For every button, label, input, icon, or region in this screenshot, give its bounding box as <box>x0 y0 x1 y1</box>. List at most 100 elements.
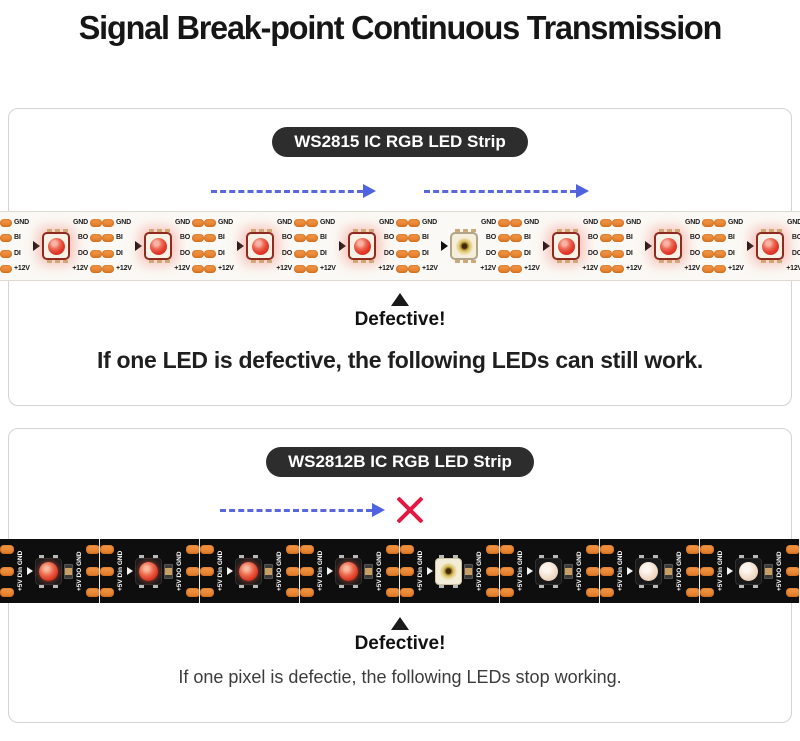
pad-row: GND <box>275 218 306 228</box>
pad-label: BO <box>281 234 292 242</box>
solder-pad <box>204 249 216 258</box>
pad-row: +12V <box>612 264 643 274</box>
solder-pad <box>306 234 318 243</box>
solder-pad <box>90 234 102 243</box>
solder-pad <box>612 264 624 273</box>
led-lens <box>139 561 158 581</box>
pad-label: +12V <box>626 264 642 272</box>
solder-pad <box>686 545 700 554</box>
pad-label: GND <box>14 219 29 226</box>
solder-pad <box>714 219 726 227</box>
signal-flow-arrows <box>9 183 791 199</box>
solder-pad <box>192 264 204 273</box>
pad-label: GND <box>422 219 437 226</box>
solder-pad <box>600 264 612 273</box>
pad-label: +12V <box>524 264 540 272</box>
led-lens <box>539 561 558 581</box>
pad-row: BI <box>0 233 31 243</box>
solder-pad <box>294 234 306 243</box>
solder-pad <box>100 545 114 554</box>
pad-label: DO <box>587 249 598 257</box>
solder-pad <box>300 588 314 597</box>
pad-row: GND <box>479 218 510 228</box>
solder-pad <box>0 234 12 243</box>
led-group <box>535 554 573 588</box>
solder-pad <box>408 264 420 273</box>
pad-label: DO <box>281 249 292 257</box>
output-pads <box>86 545 100 597</box>
capacitor <box>364 563 373 579</box>
solder-pad <box>408 219 420 227</box>
data-flow-arrow-icon <box>135 241 142 251</box>
pad-row: DI <box>0 249 31 259</box>
input-pads <box>100 545 114 597</box>
solder-pad <box>100 566 114 576</box>
pad-label: +12V <box>174 264 190 272</box>
solder-pad <box>702 264 714 273</box>
data-flow-arrow-icon <box>237 241 244 251</box>
pad-label: GND <box>787 219 800 226</box>
solder-pad <box>486 566 500 576</box>
pad-label: DO <box>77 249 88 257</box>
pad-label: GND <box>116 219 131 226</box>
pad-label: +12V <box>786 264 800 272</box>
solder-pad <box>0 566 14 576</box>
pad-label: DI <box>116 249 123 257</box>
pad-label: BI <box>524 234 531 242</box>
capacitor <box>664 563 673 579</box>
solder-pad <box>586 545 600 554</box>
pad-label: BI <box>218 234 225 242</box>
led-chip-off <box>535 554 562 588</box>
pad-label: GND <box>685 219 700 226</box>
led-lens <box>639 561 658 581</box>
led-chip-on <box>144 229 172 263</box>
led-chip-on <box>135 554 162 588</box>
pad-label: BO <box>77 234 88 242</box>
panel-ws2812b: WS2812B IC RGB LED Strip +5V Din GND+5V … <box>0 428 800 723</box>
pad-label: +12V <box>320 264 336 272</box>
input-pads <box>200 545 214 597</box>
led-group <box>35 554 73 588</box>
pad-row: +12V <box>204 264 235 274</box>
pad-row: GND <box>173 218 204 228</box>
solder-pad <box>294 219 306 227</box>
strip-cut-line <box>599 539 600 603</box>
solder-pad <box>786 545 800 554</box>
solder-pad <box>600 234 612 243</box>
solder-pad <box>702 219 714 227</box>
solder-pad <box>500 566 514 576</box>
led-lens <box>353 237 371 255</box>
led-segment: +5V Din GND+5V DO GND <box>600 539 700 603</box>
led-chip-defective <box>435 554 462 588</box>
solder-pad <box>286 545 300 554</box>
input-pads <box>400 545 414 597</box>
led-group <box>235 554 273 588</box>
pad-label: +12V <box>72 264 88 272</box>
pad-label: DO <box>383 249 394 257</box>
strip-cut-line <box>699 539 700 603</box>
pad-row: GND <box>102 218 133 228</box>
pad-row: DO <box>581 249 612 259</box>
led-group <box>335 554 373 588</box>
pad-row: GND <box>408 218 439 228</box>
pad-row: +12V <box>173 264 204 274</box>
pad-row: GND <box>0 218 31 228</box>
strip-cut-line <box>499 539 500 603</box>
pad-row: +12V <box>275 264 306 274</box>
solder-pad <box>700 588 714 597</box>
strip-cut-line <box>99 539 100 603</box>
pad-label: +12V <box>480 264 496 272</box>
page-title: Signal Break-point Continuous Transmissi… <box>78 9 723 46</box>
solder-pad <box>100 588 114 597</box>
pad-label: DI <box>422 249 429 257</box>
led-chip-off <box>635 554 662 588</box>
pad-labels-out: +5V DO GND <box>76 551 83 591</box>
pad-row: BO <box>581 233 612 243</box>
